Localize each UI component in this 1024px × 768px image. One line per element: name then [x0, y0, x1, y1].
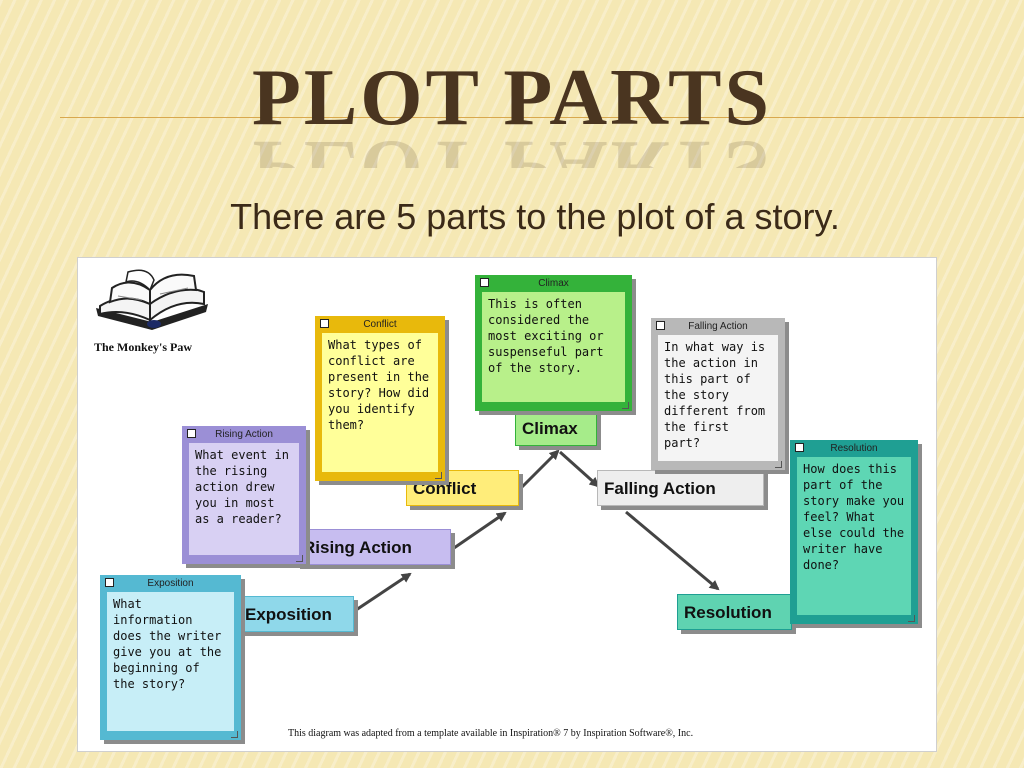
note-icon	[320, 319, 329, 328]
note-icon	[656, 321, 665, 330]
climax-note: Climax This is often considered the most…	[475, 275, 632, 411]
plot-arrows	[355, 449, 720, 612]
conflict-note-header: Conflict	[315, 317, 445, 332]
slide-subtitle: There are 5 parts to the plot of a story…	[230, 196, 840, 237]
slide-title: PLOT PARTS	[252, 54, 772, 142]
rising-action-note: Rising Action What event in the rising a…	[182, 426, 306, 564]
arrow-exposition-rising	[355, 572, 412, 612]
resolution-label: Resolution	[677, 594, 792, 630]
plot-diagram: The Monkey's Paw Exposition Exposition W…	[77, 257, 937, 752]
falling-action-note-header: Falling Action	[651, 319, 785, 334]
resize-grip-icon	[231, 731, 238, 738]
rising-action-note-title: Rising Action	[215, 429, 273, 440]
climax-note-title: Climax	[538, 278, 569, 289]
conflict-note-text: What types of conflict are present in th…	[322, 333, 438, 472]
conflict-note: Conflict What types of conflict are pres…	[315, 316, 445, 481]
resolution-note-header: Resolution	[790, 441, 918, 456]
falling-action-note-title: Falling Action	[688, 321, 748, 332]
rising-action-note-header: Rising Action	[182, 427, 306, 442]
resize-grip-icon	[296, 555, 303, 562]
falling-action-note-text: In what way is the action in this part o…	[658, 335, 778, 461]
rising-action-label: Rising Action	[296, 529, 451, 565]
slide-title-reflection-text: PLOT PARTS	[0, 128, 1024, 168]
exposition-note-text: What information does the writer give yo…	[107, 592, 234, 731]
slide-title-reflection: PLOT PARTS	[0, 128, 1024, 168]
conflict-note-title: Conflict	[363, 319, 397, 330]
falling-action-note: Falling Action In what way is the action…	[651, 318, 785, 470]
resolution-note-text: How does this part of the story make you…	[797, 457, 911, 615]
resize-grip-icon	[908, 615, 915, 622]
exposition-note: Exposition What information does the wri…	[100, 575, 241, 740]
note-icon	[480, 278, 489, 287]
rising-action-note-text: What event in the rising action drew you…	[189, 443, 299, 555]
climax-note-header: Climax	[475, 276, 632, 291]
falling-action-label: Falling Action	[597, 470, 764, 506]
book-caption: The Monkey's Paw	[94, 340, 193, 354]
exposition-note-title: Exposition	[147, 578, 194, 589]
resize-grip-icon	[775, 461, 782, 468]
exposition-note-header: Exposition	[100, 576, 241, 591]
resize-grip-icon	[622, 402, 629, 409]
exposition-label: Exposition	[238, 596, 354, 632]
resize-grip-icon	[435, 472, 442, 479]
note-icon	[187, 429, 196, 438]
diagram-footnote: This diagram was adapted from a template…	[288, 728, 694, 739]
climax-note-text: This is often considered the most exciti…	[482, 292, 625, 402]
arrow-conflict-climax	[519, 449, 560, 490]
arrow-climax-falling	[558, 450, 600, 488]
resolution-note-title: Resolution	[830, 443, 878, 454]
arrow-rising-conflict	[453, 511, 507, 550]
climax-label: Climax	[515, 410, 597, 446]
note-icon	[105, 578, 114, 587]
arrow-falling-resolution	[625, 510, 720, 591]
title-rule	[60, 117, 1024, 118]
resolution-note: Resolution How does this part of the sto…	[790, 440, 918, 624]
open-book-icon	[96, 269, 208, 330]
note-icon	[795, 443, 804, 452]
